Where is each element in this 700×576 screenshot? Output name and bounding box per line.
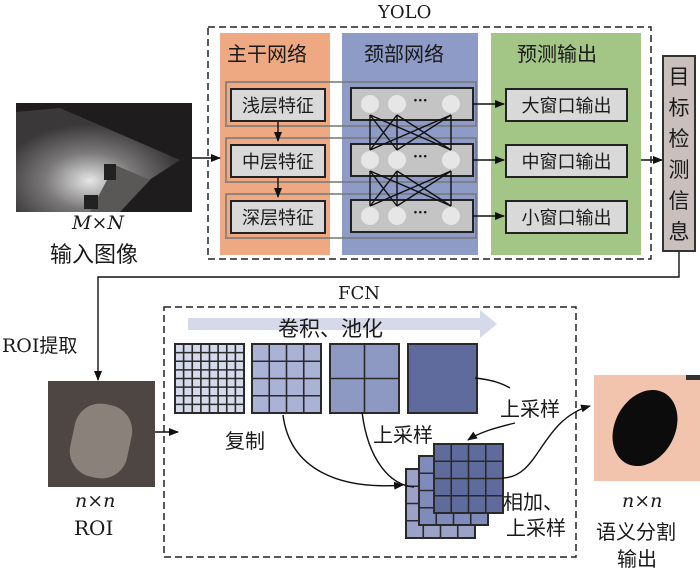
detection-info-char: 标 [668,96,690,121]
neck-ellipsis-2: ··· [413,149,428,165]
feature-map-grids [174,343,478,414]
feature-deep: 深层特征 [230,200,326,234]
conv-pool-label: 卷积、池化 [278,317,383,341]
roi-image [48,381,155,487]
neck-nodes [361,95,460,225]
roi-label: ROI [74,516,114,540]
roi-extract-label: ROI提取 [2,335,78,357]
upsample-arrow-to-stack [467,422,516,441]
output-large-window: 大窗口输出 [505,88,628,122]
roi-size-label: n×n [75,490,116,512]
add-upsample-label-1: 相加、 [503,490,563,514]
output-label-line2: 输出 [617,547,657,571]
upsample-label-right: 上采样 [500,397,560,421]
feature-map-4x4 [251,343,322,414]
output-medium-window: 中窗口输出 [505,144,628,178]
feature-shallow: 浅层特征 [230,88,326,122]
stack-to-output-curve [501,404,591,479]
add-upsample-label-2: 上采样 [506,516,566,540]
detection-info-char: 测 [668,157,690,182]
copy-label: 复制 [225,429,265,453]
detection-info-char: 信 [668,188,690,213]
detection-info-char: 检 [668,127,690,152]
upsample-curve-from-fourth [474,377,511,389]
conv-pool-arrow [188,310,497,338]
detection-info-char: 目 [668,65,690,90]
arrow-first-to-stack [190,480,403,502]
detection-info-char: 息 [668,219,690,244]
neck-ellipsis-3: ··· [413,205,428,221]
arrow-detection-to-roi [94,252,680,381]
stack-layer-front [433,443,504,514]
feature-map-8x8 [174,343,245,414]
yolo-title: YOLO [378,2,432,23]
backbone-title: 主干网络 [227,42,307,66]
neck-ellipsis-1: ··· [413,93,428,109]
input-size-label: M×N [72,212,124,234]
prediction-title: 预测输出 [517,42,597,66]
copy-curve [282,414,404,490]
fcn-title: FCN [338,283,381,304]
output-size-label: n×n [622,490,663,512]
detection-info-box: 目 标 检 测 信 息 [662,55,696,252]
upsampled-stack [405,443,504,539]
feature-map-2x2 [329,343,400,414]
segmentation-output-image [594,375,700,481]
output-label-line1: 语义分割 [596,520,676,544]
yolo-container [207,26,652,260]
neck-cross-connections [369,114,452,207]
feature-mid: 中层特征 [230,144,326,178]
upsample-label-middle: 上采样 [373,423,433,447]
feature-map-1x1 [407,343,478,414]
neck-title: 颈部网络 [364,42,444,66]
upsample-curve-from-third [361,411,415,488]
output-small-window: 小窗口输出 [505,200,628,234]
input-image [16,103,192,212]
input-image-label: 输入图像 [50,243,139,268]
